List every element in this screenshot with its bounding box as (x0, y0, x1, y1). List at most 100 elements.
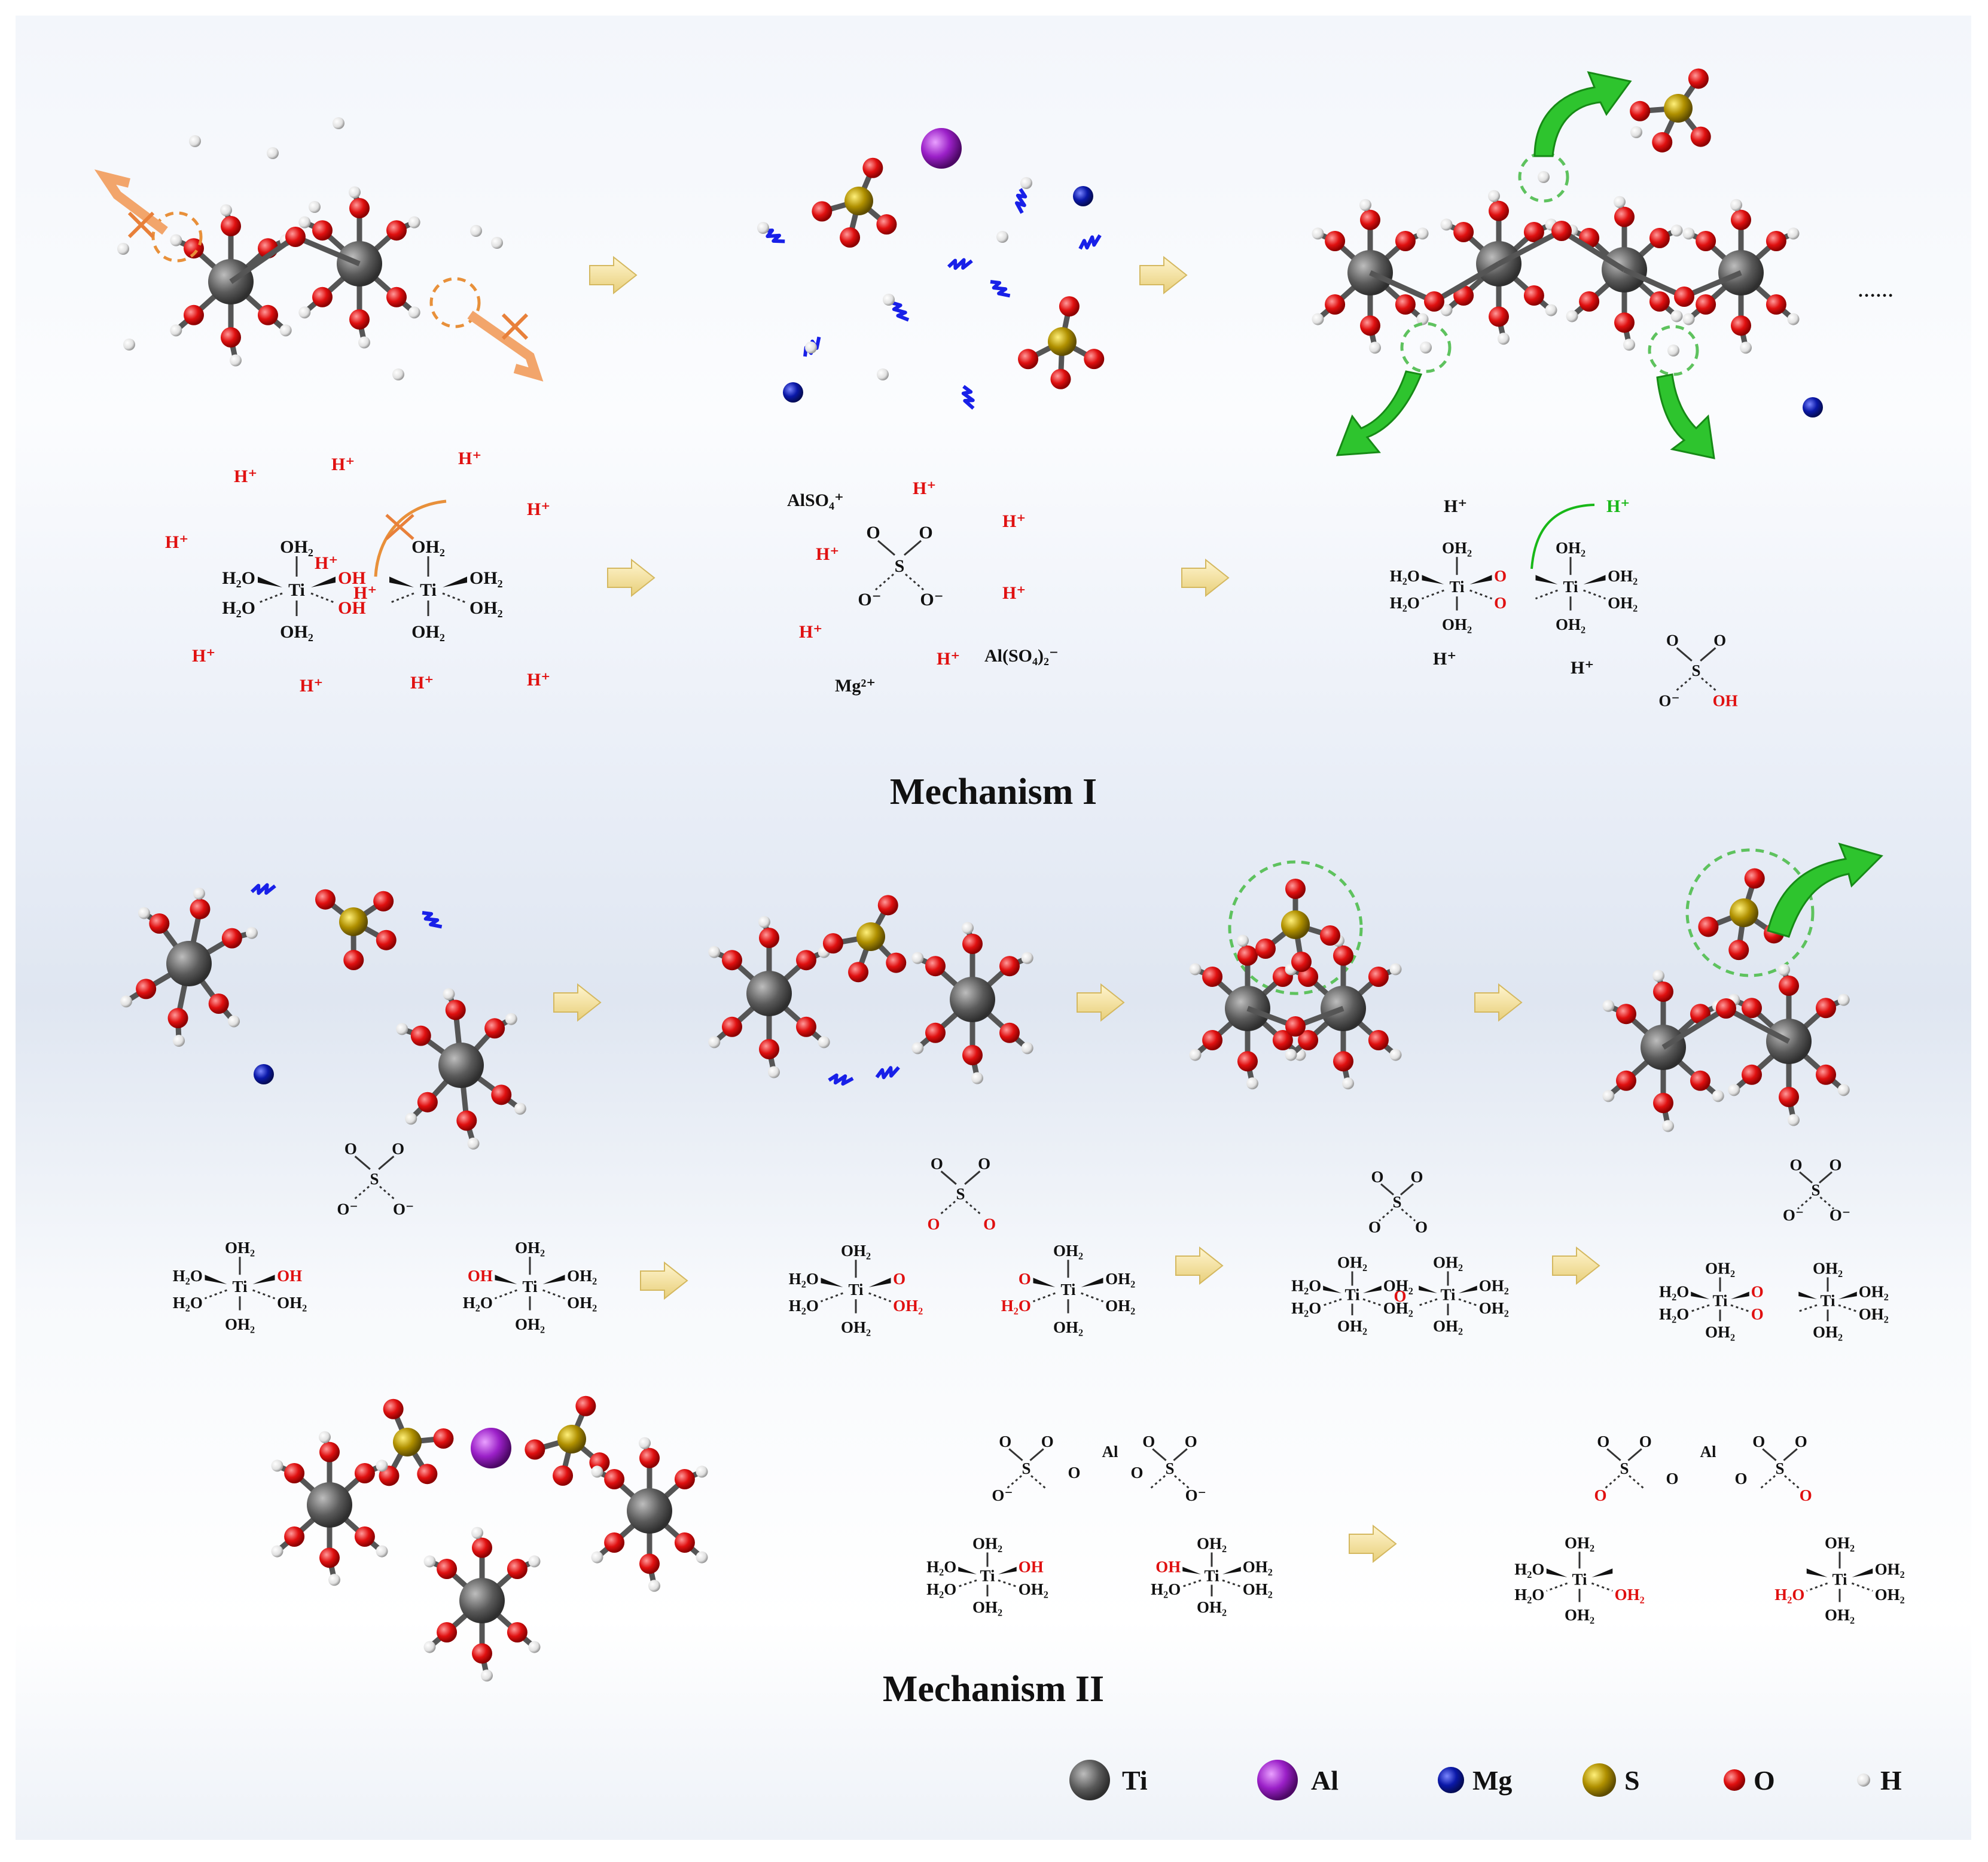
ti-center-label: Ti (522, 1278, 538, 1296)
oh2-ligand: OH₂ (1197, 1535, 1227, 1553)
ti-center-label: Ti (1563, 578, 1578, 596)
h-atom (117, 243, 129, 255)
o-atom (1688, 68, 1709, 89)
bond (1623, 267, 1685, 300)
h-atom (396, 1023, 408, 1035)
hash-bond (1583, 589, 1606, 600)
h-atom (1682, 227, 1695, 240)
h-atom (1667, 345, 1679, 356)
oh2-ligand: OH₂ (280, 622, 313, 642)
bond (294, 234, 361, 267)
blocked-arrow (467, 310, 544, 382)
left-ligand: H₂O (789, 1297, 819, 1315)
o-label: O (999, 1433, 1011, 1450)
o-atom (1652, 132, 1673, 153)
h-atom (1285, 1049, 1297, 1061)
h-atom (279, 324, 292, 337)
o-atom (722, 1016, 742, 1037)
h-atom (911, 952, 924, 964)
right-ligand: OH₂ (1105, 1297, 1135, 1315)
o-atom (1084, 349, 1105, 370)
h-atom (805, 342, 817, 353)
o-atom (1489, 306, 1509, 327)
s-atom (557, 1425, 586, 1453)
s-label: S (1620, 1459, 1629, 1477)
mg-ion (1803, 397, 1823, 417)
h-atom (1837, 1084, 1850, 1096)
bond-line (964, 1171, 981, 1185)
bond (1560, 228, 1626, 272)
h-atom (358, 336, 370, 349)
right-ligand: OH₂ (1243, 1558, 1273, 1576)
o-atom (925, 956, 946, 977)
o-atom (349, 309, 370, 330)
reaction-arrows (553, 255, 1600, 1564)
o-label: O (1597, 1433, 1609, 1450)
o-atom (221, 327, 241, 348)
ti-legend-swatch (1069, 1760, 1110, 1800)
o-minus-label: O (1800, 1486, 1812, 1504)
left-ligand: O (1019, 1270, 1031, 1288)
o-atom (1614, 312, 1635, 333)
bond-line (1150, 1475, 1166, 1489)
o-atom (1696, 230, 1716, 251)
right-ligand: OH₂ (1875, 1586, 1905, 1604)
right-ligand: O (1494, 594, 1507, 612)
h-atom (138, 907, 150, 919)
h-atom (505, 1013, 517, 1025)
hydrogen-bond-mark (250, 883, 276, 895)
reaction-arrow (640, 1261, 688, 1300)
h-legend-swatch (1857, 1773, 1870, 1787)
o-atom (1272, 1030, 1293, 1051)
bond-line (1762, 1448, 1777, 1461)
o-label: O (919, 523, 932, 543)
wedge-bond (495, 1275, 517, 1284)
o-minus-label: O⁻ (992, 1486, 1013, 1504)
h-atom (481, 1669, 493, 1682)
o-atom (1731, 209, 1751, 230)
h-atom (708, 1036, 721, 1049)
o-atom (848, 962, 869, 983)
h-atom (1837, 994, 1850, 1006)
h-atom (1712, 1090, 1724, 1102)
ti-center-label: Ti (288, 580, 305, 600)
o-minus-label: O⁻ (393, 1200, 414, 1218)
o-atom (1202, 966, 1223, 987)
s-atom (393, 1428, 422, 1456)
o-atom (840, 227, 861, 248)
o-atom (1523, 221, 1544, 242)
ti-center-label: Ti (1712, 1292, 1728, 1310)
o-atom (639, 1553, 660, 1574)
wedge-bond (821, 1278, 843, 1287)
wedge-bond (1535, 575, 1558, 584)
right-ligand: OH (1019, 1558, 1044, 1576)
o-label: O (1795, 1433, 1807, 1450)
reaction-arrow (1181, 558, 1230, 598)
wedge-bond (1591, 1568, 1613, 1577)
h-atom (423, 1555, 436, 1568)
reaction-arrow (1474, 983, 1523, 1022)
h-atom (1189, 1049, 1202, 1061)
hash-bond (494, 1289, 517, 1300)
h-atom (971, 1072, 983, 1084)
o-atom (999, 956, 1020, 977)
h-atom (228, 1015, 240, 1028)
right-ligand: OH₂ (1608, 567, 1638, 585)
alsо4-ion-label: AlSO₄⁺ (787, 490, 844, 510)
mg-legend-swatch (1438, 1767, 1464, 1793)
al-label: Al (1102, 1443, 1118, 1461)
h-atom (408, 306, 420, 319)
right-ligand: O (893, 1270, 905, 1288)
o-atom (410, 1025, 431, 1046)
h-atom (471, 1526, 483, 1539)
o-atom (1255, 938, 1276, 959)
bond-line (1379, 1208, 1394, 1222)
h-atom (514, 1102, 526, 1115)
right-ligand: OH₂ (1615, 1586, 1645, 1604)
ti-center-label: Ti (1204, 1567, 1219, 1585)
wedge-bond (1838, 1291, 1857, 1299)
hash-bond (1421, 589, 1444, 600)
o-atom (221, 928, 242, 949)
hash-bond (1806, 1582, 1828, 1592)
h-atom (1237, 934, 1249, 947)
